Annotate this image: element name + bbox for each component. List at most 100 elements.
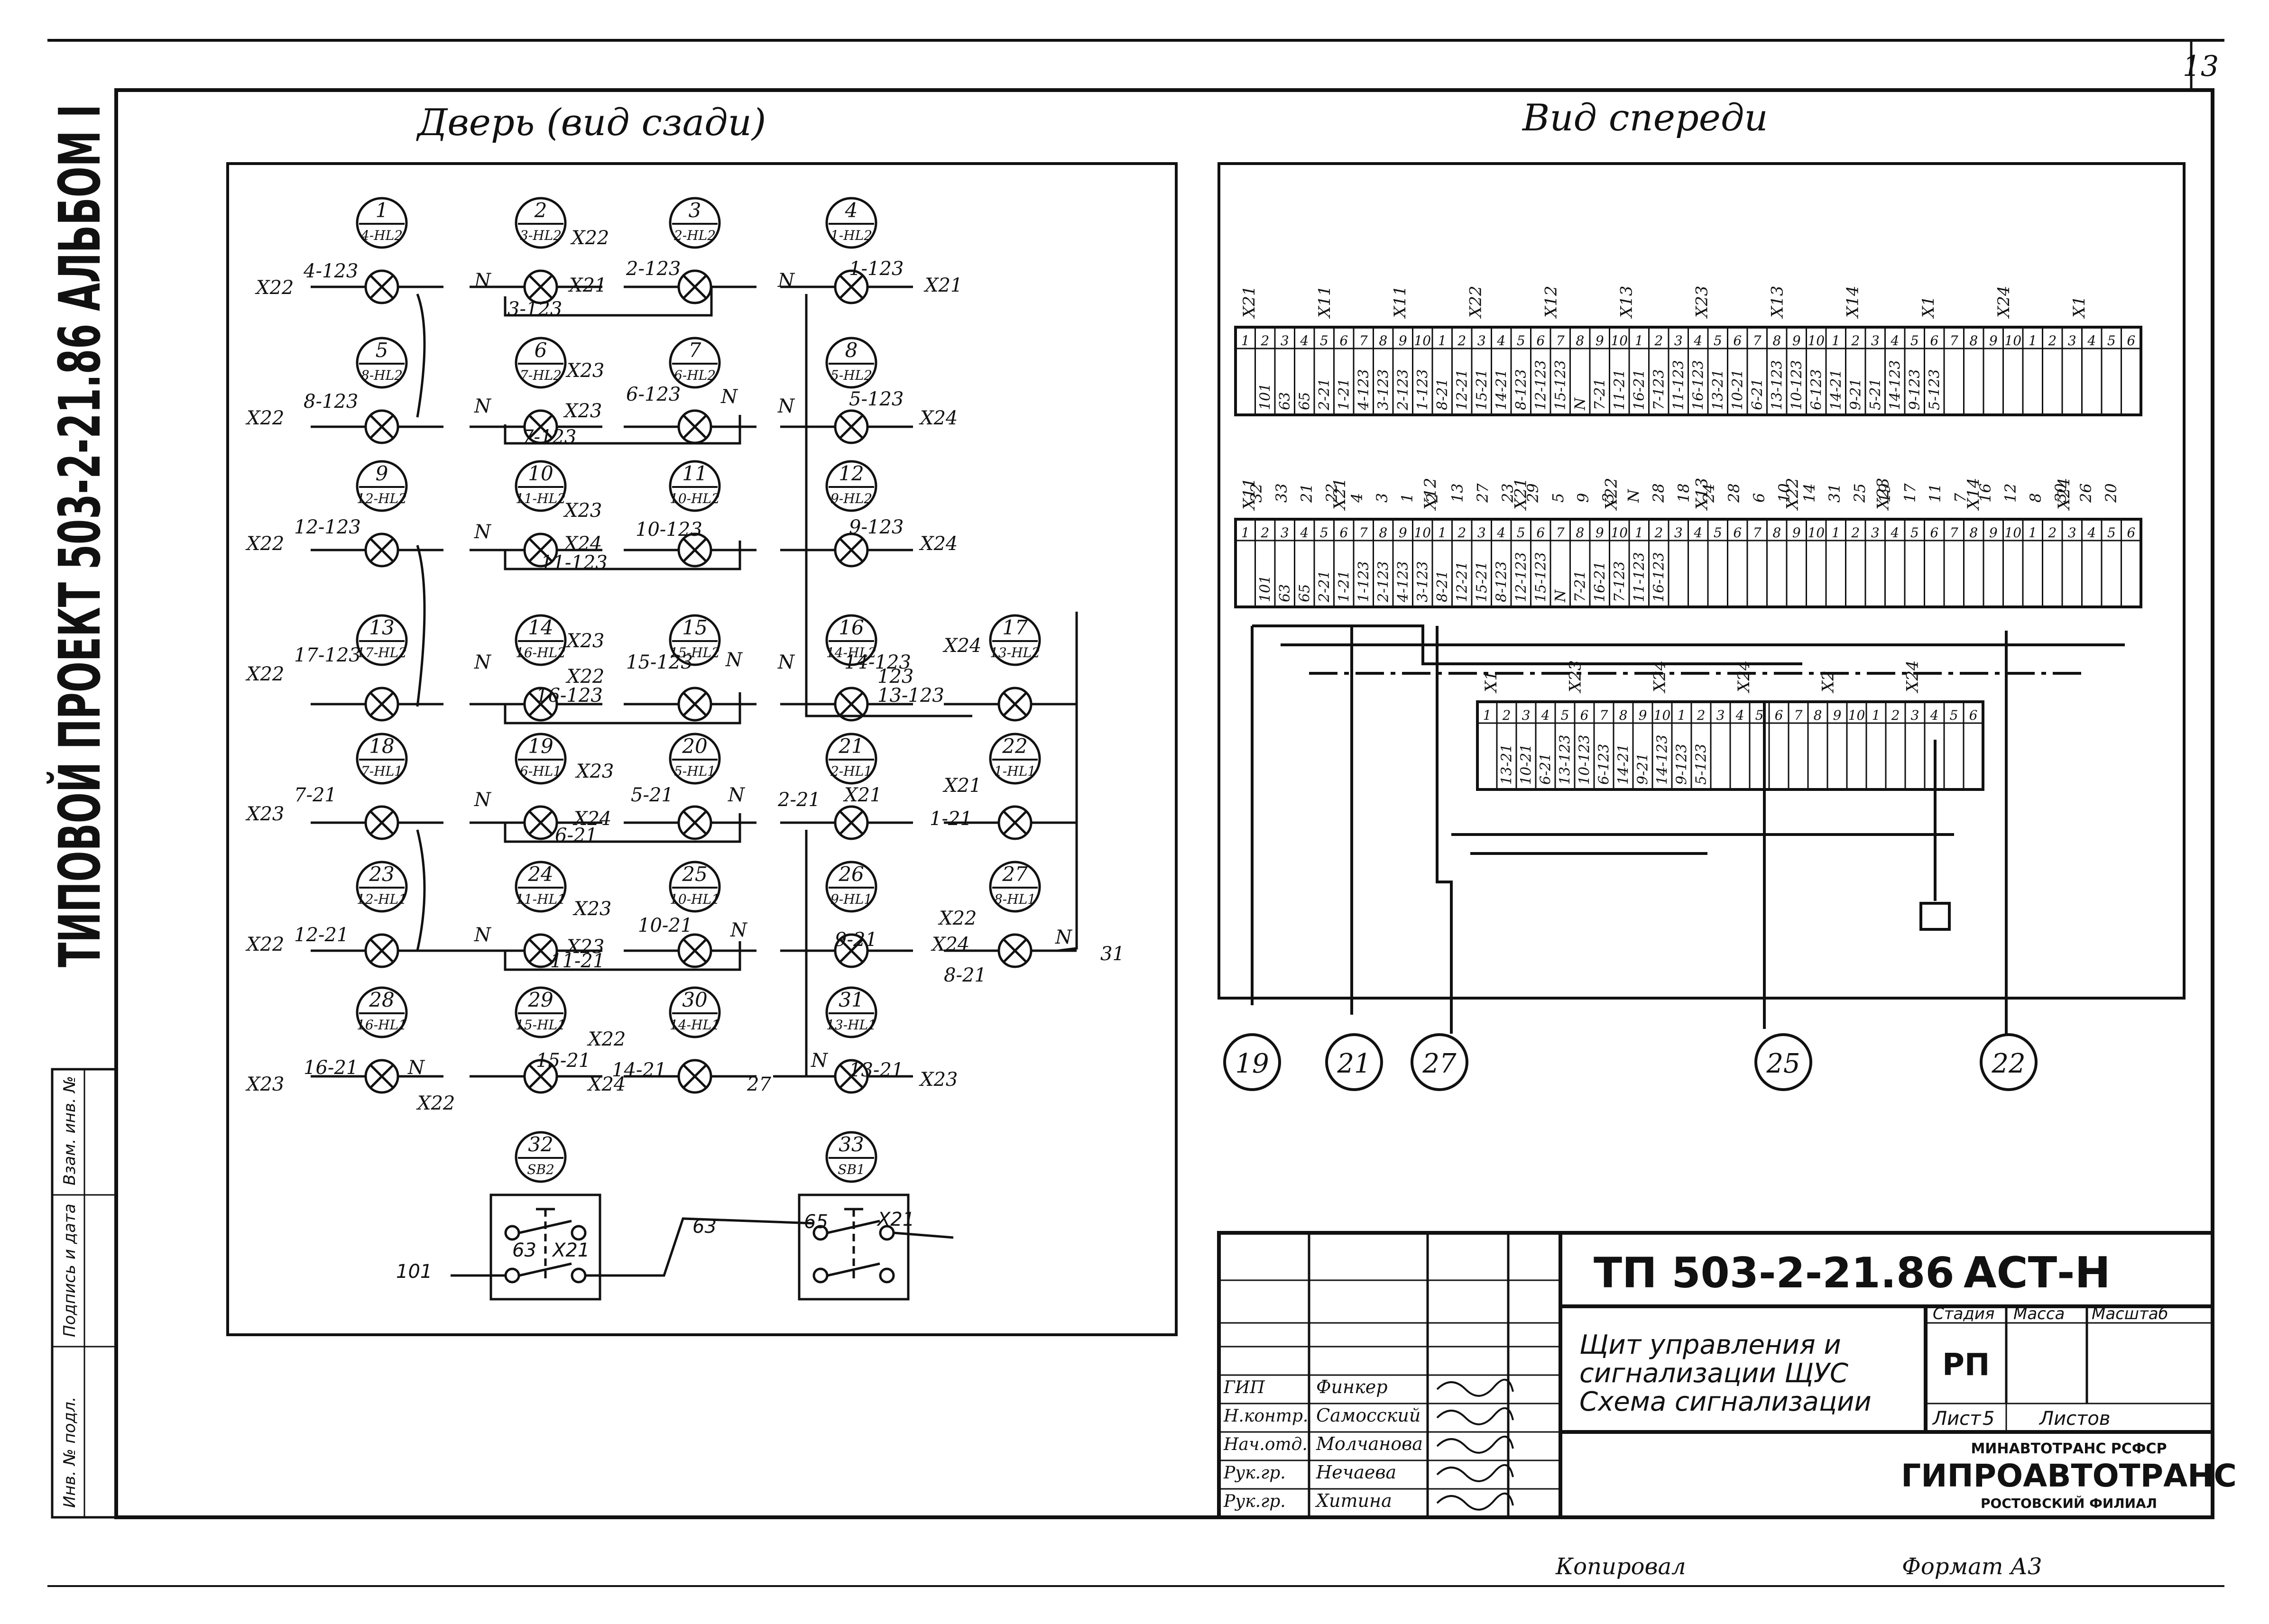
door-wire-label: 9-123 xyxy=(849,516,904,538)
lamp-number: 26 xyxy=(838,862,864,886)
lamp-ref: 12-HL2 xyxy=(357,491,407,506)
lamp-ref: 10-HL2 xyxy=(670,491,720,506)
terminal-number: 6 xyxy=(1733,525,1742,541)
terminal-group-label: X12 xyxy=(1421,478,1440,511)
output-wire-number: 32 xyxy=(1247,483,1265,503)
terminal-number: 6 xyxy=(1536,525,1545,541)
lamp-symbol xyxy=(780,805,913,840)
door-wire-label: X23 xyxy=(245,803,284,825)
terminal-number: 5 xyxy=(2107,333,2116,349)
lamp-symbol xyxy=(470,805,602,840)
terminal-wire: 13-21 xyxy=(1499,744,1515,785)
door-wire-label: X24 xyxy=(572,808,611,830)
terminal-group-label: X1 xyxy=(2070,296,2089,319)
terminal-number: 1 xyxy=(1241,525,1250,541)
door-wire-label: 16-123 xyxy=(536,685,603,706)
door-wire-label: 5-123 xyxy=(849,388,904,410)
lamp-number: 9 xyxy=(376,462,388,485)
output-wire-number: 33 xyxy=(1273,483,1291,503)
terminal-wire: 14-123 xyxy=(1654,734,1671,785)
sb2-wire-x21: 101 xyxy=(396,1261,432,1283)
door-wire-label: N xyxy=(725,649,743,671)
door-wire-label: 3-123 xyxy=(507,298,562,320)
role-title: Рук.гр. xyxy=(1223,1492,1286,1511)
lamp-ref: 1-HL2 xyxy=(830,228,872,243)
terminal-number: 8 xyxy=(1814,707,1822,723)
terminal-wire: 11-123 xyxy=(1670,360,1687,410)
terminal-number: 3 xyxy=(1871,525,1880,541)
lamp-badge-8: 85-HL2 xyxy=(780,337,913,444)
output-wire-number: 13 xyxy=(1448,483,1467,503)
door-wire-label: X24 xyxy=(942,635,981,657)
terminal-number: 3 xyxy=(1716,707,1725,723)
cable-marker-number: 25 xyxy=(1766,1048,1800,1079)
door-wire-label: N xyxy=(1055,927,1073,948)
lamp-symbol xyxy=(311,1059,443,1094)
terminal-wire: 9-123 xyxy=(1907,369,1923,410)
output-wire-number: 11 xyxy=(1926,483,1944,503)
terminal-number: 10 xyxy=(1414,525,1431,541)
terminal-wire: 9-123 xyxy=(1674,744,1690,785)
terminal-number: 4 xyxy=(1693,525,1702,541)
terminal-number: 4 xyxy=(1496,333,1505,349)
terminal-wire: 2-123 xyxy=(1375,561,1392,603)
door-wire-label: N xyxy=(811,1050,829,1072)
terminal-number: 5 xyxy=(1950,707,1958,723)
lamp-badge-12: 129-HL2 xyxy=(780,460,913,568)
door-wire-label: 11-21 xyxy=(550,950,605,972)
door-wire-5 xyxy=(504,287,713,317)
output-wire-number: 7 xyxy=(1951,493,1969,503)
output-wire-number: 10 xyxy=(1775,483,1793,503)
lamp-number: 24 xyxy=(527,862,553,886)
output-wire-number: 14 xyxy=(1800,483,1818,503)
terminal-wire: 9-21 xyxy=(1635,753,1651,785)
terminal-number: 2 xyxy=(1654,333,1663,349)
door-wire-label: N xyxy=(474,270,492,292)
terminal-number: 2 xyxy=(1851,333,1860,349)
terminal-wire: 16-123 xyxy=(1651,552,1667,602)
lamp-number: 27 xyxy=(1002,862,1028,886)
terminal-group-label: X23 xyxy=(1693,286,1712,319)
terminal-wire: 2-123 xyxy=(1395,369,1411,411)
lamp-ref: 5-HL1 xyxy=(674,763,716,779)
lamp-symbol xyxy=(311,409,443,444)
lamp-number: 8 xyxy=(845,339,858,362)
output-wire-number: 27 xyxy=(1474,483,1492,503)
terminal-number: 9 xyxy=(1596,333,1604,349)
terminal-wire: 63 xyxy=(1277,584,1293,602)
terminal-number: 10 xyxy=(1808,525,1825,541)
terminal-group-label: X24 xyxy=(1650,661,1669,694)
terminal-number: 7 xyxy=(1556,525,1565,541)
door-wire-label: 2-21 xyxy=(777,789,821,811)
door-wire-label: X22 xyxy=(565,666,604,688)
lamp-symbol xyxy=(470,687,602,722)
terminal-number: 6 xyxy=(1930,333,1938,349)
door-wire-label: 7-21 xyxy=(294,784,337,806)
terminal-number: 3 xyxy=(2068,525,2076,541)
role-title: Нач.отд. xyxy=(1223,1435,1308,1454)
door-wire-7 xyxy=(504,541,741,570)
lamp-number: 12 xyxy=(839,462,864,485)
door-wire-label: 12-123 xyxy=(294,516,361,538)
output-wire-number: 29 xyxy=(1524,483,1542,503)
terminal-number: 6 xyxy=(1969,707,1978,723)
terminal-number: 9 xyxy=(1989,525,1998,541)
doc-mark: АСТ-Н xyxy=(1964,1248,2111,1298)
terminal-number: 4 xyxy=(1496,525,1505,541)
terminal-number: 9 xyxy=(1399,333,1407,349)
terminal-number: 4 xyxy=(1300,525,1309,541)
output-wire-number: 28 xyxy=(1725,483,1743,503)
sb1-wire-63: 65 xyxy=(804,1211,828,1233)
output-wire-number: 23 xyxy=(1499,483,1517,503)
terminal-wire: 5-21 xyxy=(1867,378,1884,410)
signature-mark xyxy=(1436,1492,1514,1511)
lamp-number: 15 xyxy=(682,616,707,639)
lamp-badge-3: 32-HL2 xyxy=(624,197,756,304)
door-wire-10 xyxy=(504,941,741,971)
terminal-number: 10 xyxy=(2004,333,2021,349)
door-wire-label: X22 xyxy=(587,1028,626,1050)
